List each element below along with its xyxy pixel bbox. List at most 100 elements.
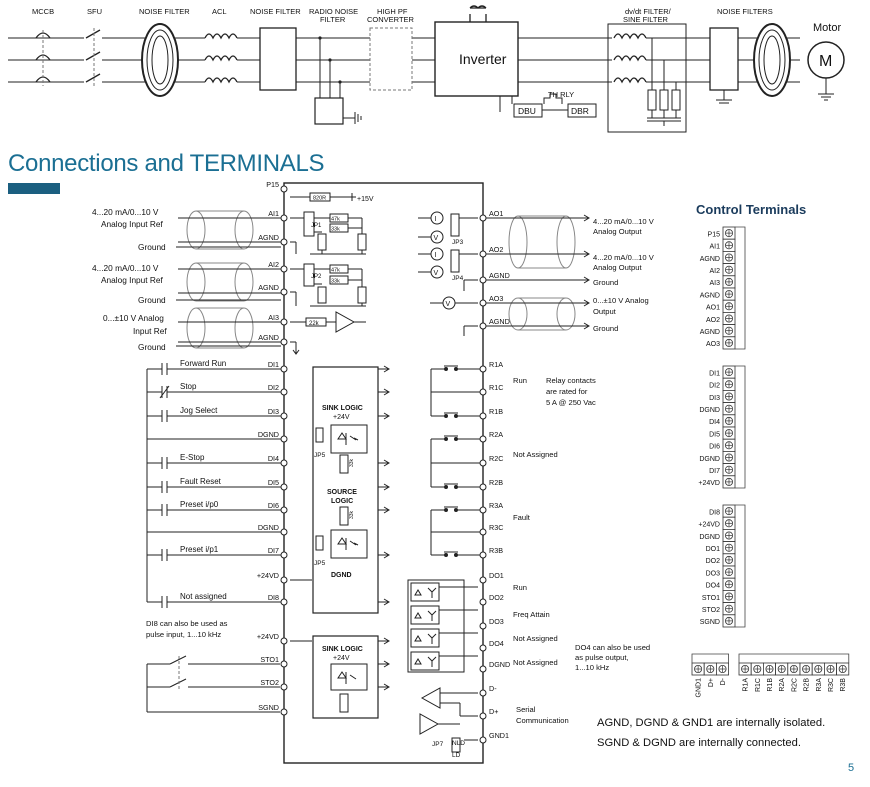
- right-terminal-node: [479, 250, 487, 258]
- high-pf-converter-box: [369, 27, 413, 91]
- control-terminal-label: DGND: [699, 407, 720, 414]
- di-label: E-Stop: [180, 453, 205, 462]
- control-terminal-label: R1A: [743, 678, 750, 692]
- jp1-label: JP1: [311, 223, 322, 229]
- power-wiring-diagram: MCCB SFU NOISE FILTER ACL NOISE FILTER R…: [8, 5, 845, 133]
- label-sfu: SFU: [87, 7, 102, 16]
- relay-contact: [444, 508, 448, 512]
- relay-contact: [444, 485, 448, 489]
- output-label: Output: [593, 307, 617, 316]
- right-terminal-node: [479, 365, 487, 373]
- note-isolated: AGND, DGND & GND1 are internally isolate…: [597, 717, 826, 729]
- di-label: Jog Select: [180, 406, 218, 415]
- left-terminal-column: P15AI1AGNDAI2AGNDAI3AGNDDI1DI2DI3DGNDDI4…: [257, 180, 288, 716]
- left-terminal-label: DI1: [268, 360, 279, 369]
- internal-arrow: [383, 483, 390, 491]
- input-label: Analog Input Ref: [101, 219, 164, 229]
- terminal-screw: [826, 665, 835, 674]
- terminal-screw: [725, 302, 734, 311]
- ao1-v-symbol: V: [434, 235, 439, 242]
- control-terminal-label: DI1: [709, 370, 720, 377]
- left-terminal-node: [280, 185, 288, 193]
- output-label: Not Assigned: [513, 450, 558, 459]
- right-terminal-label: DGND: [489, 660, 510, 669]
- label-inverter: Inverter: [459, 51, 507, 67]
- terminal-screw: [725, 604, 734, 613]
- output-label: 1...10 kHz: [575, 663, 609, 672]
- right-terminal-node: [479, 528, 487, 536]
- terminal-screw: [838, 665, 847, 674]
- left-terminal-label: DI4: [268, 454, 279, 463]
- right-terminal-label: GND1: [489, 731, 509, 740]
- strip-bracket: [735, 226, 746, 350]
- plus15v-label: +15V: [357, 196, 374, 203]
- terminal-screw: [725, 416, 734, 425]
- left-terminal-node: [280, 660, 288, 668]
- right-terminal-label: R3C: [489, 523, 503, 532]
- right-terminal-node: [479, 483, 487, 491]
- label-noise-filter-2: NOISE FILTER: [250, 7, 301, 16]
- terminal-screw: [694, 665, 703, 674]
- sink-logic-label-1: SINK LOGIC: [322, 405, 363, 412]
- right-terminal-node: [479, 551, 487, 559]
- terminal-screw: [725, 277, 734, 286]
- relay-contact: [454, 553, 458, 557]
- left-terminal-label: DI8: [268, 593, 279, 602]
- control-terminal-label: R3A: [816, 678, 823, 692]
- right-terminal-node: [479, 622, 487, 630]
- right-terminal-node: [479, 736, 487, 744]
- terminal-screw: [718, 665, 727, 674]
- relay-outputs: [430, 365, 480, 557]
- control-terminal-label: DO1: [706, 546, 721, 553]
- section-title: Connections and TERMINALS: [8, 150, 325, 178]
- output-label: 0...±10 V Analog: [593, 296, 649, 305]
- ai1-input-circuit: [290, 211, 367, 255]
- relay-contact: [444, 553, 448, 557]
- left-terminal-node: [280, 338, 288, 346]
- control-terminal-label: AO3: [706, 341, 720, 348]
- r22k-label: 22k: [309, 321, 320, 327]
- left-terminal-node: [280, 551, 288, 559]
- di8-note-l2: pulse input, 1...10 kHz: [146, 630, 221, 639]
- r820-label: 820R: [313, 196, 326, 202]
- arrow: [583, 299, 590, 307]
- left-terminal-label: SGND: [258, 703, 279, 712]
- source-logic-l2: LOGIC: [331, 498, 353, 505]
- right-terminal-node: [479, 644, 487, 652]
- terminal-screw: [725, 392, 734, 401]
- label-motor: Motor: [813, 22, 841, 34]
- inverter-box: [434, 21, 519, 97]
- control-terminal-label: D-: [720, 677, 727, 685]
- right-terminal-node: [479, 598, 487, 606]
- left-terminal-label: STO2: [260, 678, 279, 687]
- title-part-2: TERMINALS: [189, 150, 325, 177]
- output-label: Run: [513, 583, 527, 592]
- output-label: Not Assigned: [513, 658, 558, 667]
- control-terminal-label: DO4: [706, 583, 721, 590]
- inverter-top-coil: [469, 5, 487, 22]
- terminal-screw: [725, 477, 734, 486]
- left-terminal-label: DGND: [258, 430, 279, 439]
- noise-filter-box-2: [259, 27, 297, 91]
- control-terminal-label: R3B: [840, 678, 847, 692]
- ai1-r47k: 47k: [331, 217, 340, 223]
- jp5-label-2: JP5: [314, 560, 326, 567]
- right-terminal-label: DO2: [489, 593, 504, 602]
- control-terminal-label: R2B: [804, 678, 811, 692]
- control-terminal-label: DI6: [709, 444, 720, 451]
- ld-label: LD: [452, 752, 461, 759]
- left-terminal-label: STO1: [260, 655, 279, 664]
- terminal-screw: [725, 229, 734, 238]
- terminal-screw: [725, 616, 734, 625]
- internal-arrow: [383, 388, 390, 396]
- right-terminal-label: D+: [489, 707, 498, 716]
- output-label: DO4 can also be used: [575, 643, 650, 652]
- terminal-screw: [765, 665, 774, 674]
- ao2-i-symbol: I: [435, 252, 437, 259]
- control-terminal-label: AO1: [706, 305, 720, 312]
- do-optocouplers: [407, 579, 478, 673]
- terminal-screw: [725, 338, 734, 347]
- control-terminal-label: +24VD: [698, 522, 720, 529]
